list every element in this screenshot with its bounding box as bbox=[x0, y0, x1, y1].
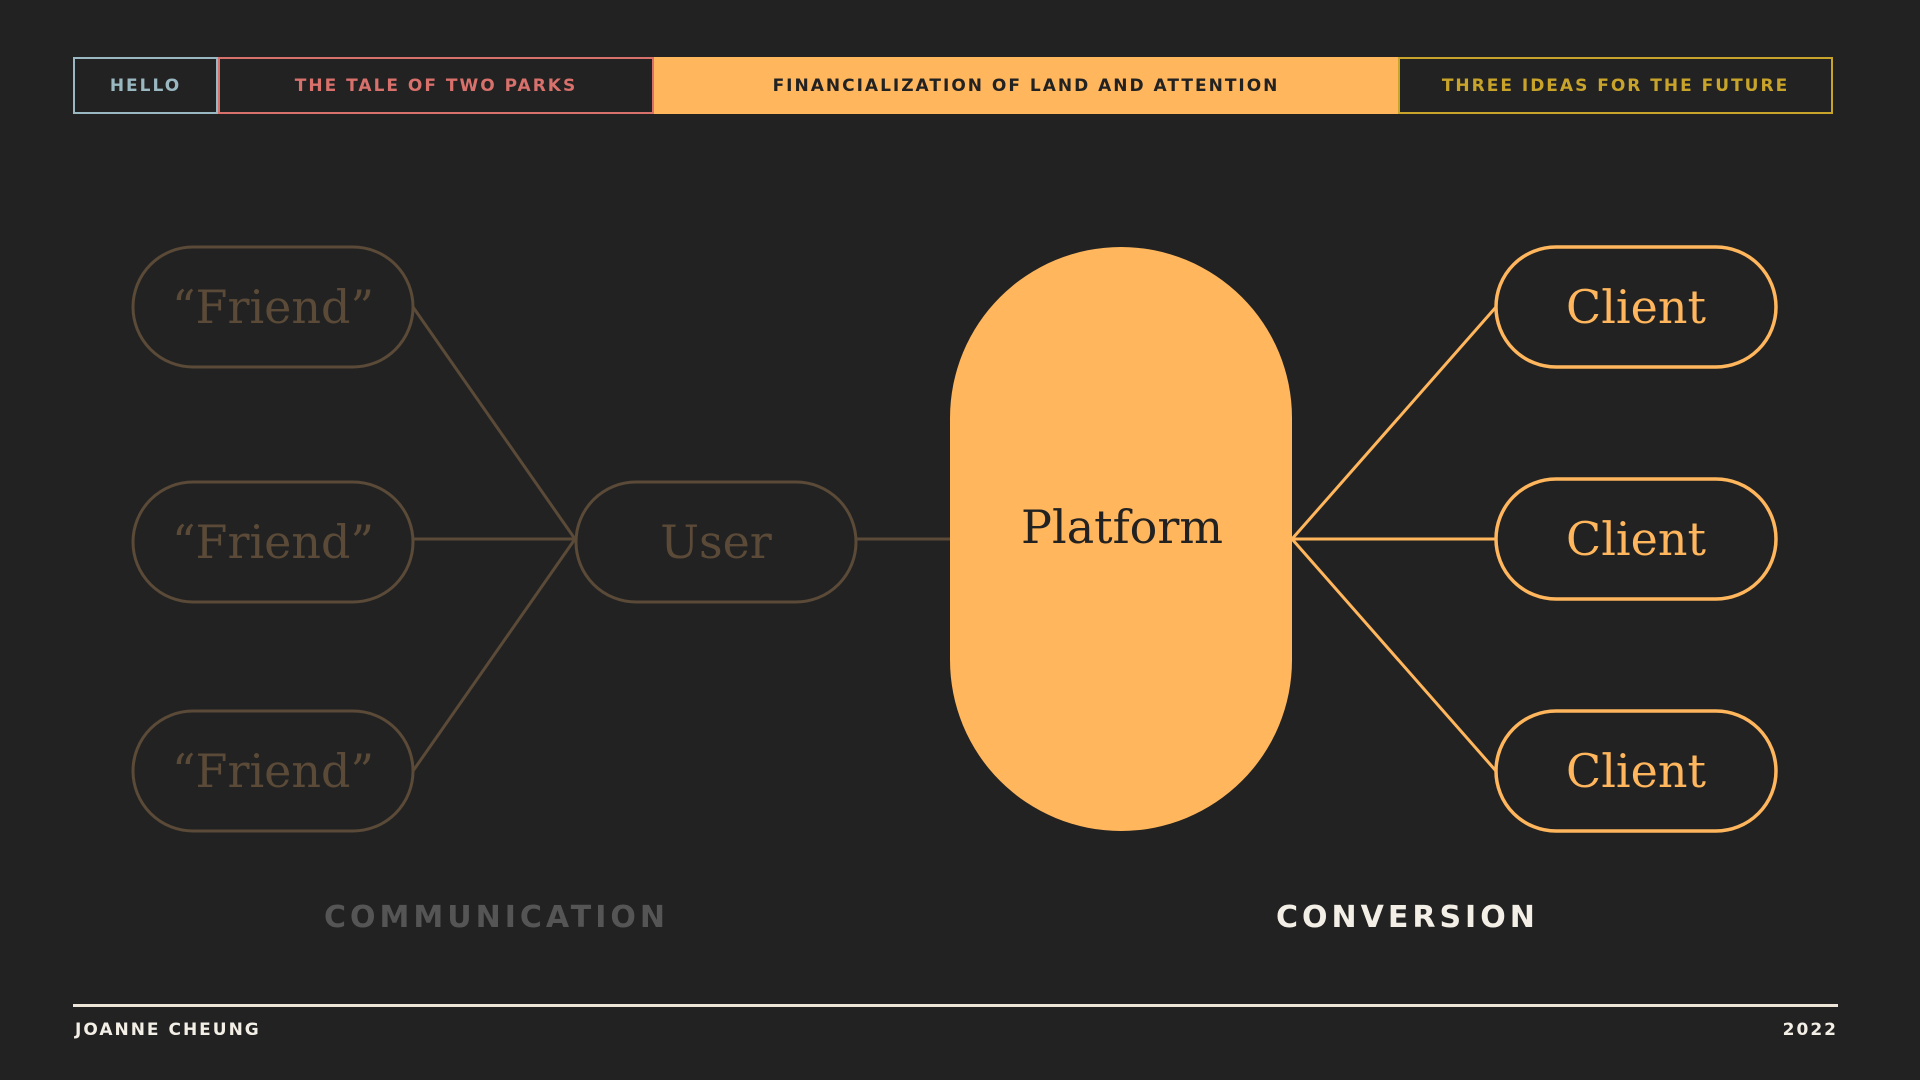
client-label: Client bbox=[1566, 280, 1706, 334]
communication-connectors bbox=[411, 306, 950, 772]
client-label: Client bbox=[1566, 512, 1706, 566]
friend-label: “Friend” bbox=[172, 280, 374, 334]
conversion-connectors bbox=[1290, 306, 1498, 772]
connector-platform-client-1 bbox=[1290, 306, 1498, 540]
section-tabs: HELLO THE TALE OF TWO PARKS FINANCIALIZA… bbox=[73, 57, 1833, 114]
friend-node: “Friend” bbox=[131, 480, 415, 604]
client-node: Client bbox=[1494, 709, 1778, 833]
friend-node: “Friend” bbox=[131, 709, 415, 833]
friend-node: “Friend” bbox=[131, 245, 415, 369]
communication-label: COMMUNICATION bbox=[324, 900, 669, 935]
friend-label: “Friend” bbox=[172, 515, 374, 569]
client-node: Client bbox=[1494, 477, 1778, 601]
platform-label: Platform bbox=[1021, 500, 1223, 554]
footer-divider bbox=[73, 1004, 1838, 1007]
tab-financialization[interactable]: FINANCIALIZATION OF LAND AND ATTENTION bbox=[654, 57, 1398, 114]
connector-friend-1-user bbox=[411, 306, 577, 540]
client-node: Client bbox=[1494, 245, 1778, 369]
footer-year: 2022 bbox=[1782, 1020, 1838, 1040]
client-label: Client bbox=[1566, 744, 1706, 798]
user-label: User bbox=[660, 515, 772, 569]
friend-label: “Friend” bbox=[172, 744, 374, 798]
user-node: User bbox=[574, 480, 858, 604]
platform-node: Platform bbox=[950, 247, 1292, 831]
connector-friend-3-user bbox=[411, 538, 577, 772]
tab-hello[interactable]: HELLO bbox=[73, 57, 218, 114]
footer-author: JOANNE CHEUNG bbox=[75, 1020, 261, 1040]
connector-platform-client-3 bbox=[1290, 538, 1498, 772]
conversion-label: CONVERSION bbox=[1276, 900, 1539, 935]
tab-three-ideas[interactable]: THREE IDEAS FOR THE FUTURE bbox=[1398, 57, 1833, 114]
tab-tale-of-two-parks[interactable]: THE TALE OF TWO PARKS bbox=[218, 57, 654, 114]
